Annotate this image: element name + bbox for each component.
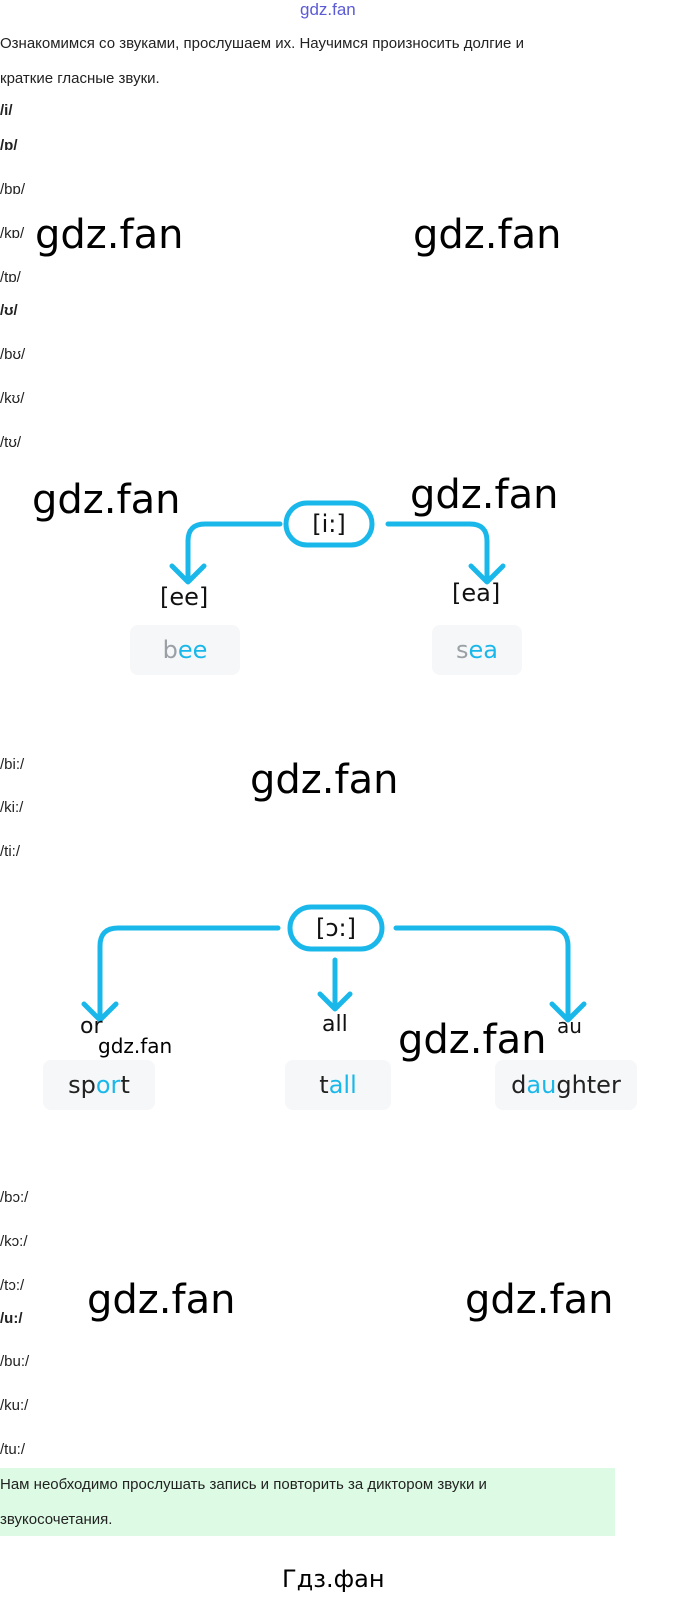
watermark: gdz.fan xyxy=(410,472,559,518)
word-part: t xyxy=(120,1071,130,1099)
note-line-2: звукосочетания. xyxy=(0,1511,113,1528)
watermark: gdz.fan xyxy=(413,212,562,258)
sound-item: /bɔ:/ xyxy=(0,1189,29,1206)
note-box xyxy=(0,1468,615,1536)
header-watermark: gdz.fan xyxy=(300,0,356,19)
word-highlight: all xyxy=(328,1071,357,1099)
sound-item: /bɒ/ xyxy=(0,181,26,198)
word-highlight: au xyxy=(526,1071,557,1099)
arrow-down-icon xyxy=(317,957,353,1012)
word-card-daughter: daughter xyxy=(495,1060,637,1110)
word-card-sport: sport xyxy=(43,1060,155,1110)
watermark: gdz.fan xyxy=(250,757,399,803)
watermark: gdz.fan xyxy=(87,1277,236,1323)
sound-heading: /ɒ/ xyxy=(0,137,18,154)
word-card-sea: sea xyxy=(432,625,522,675)
intro-line-2: краткие гласные звуки. xyxy=(0,70,160,87)
sound-item: /tʊ/ xyxy=(0,434,22,451)
sound-item: /tu:/ xyxy=(0,1441,26,1458)
word-part: s xyxy=(456,636,469,664)
sound-item: /bi:/ xyxy=(0,756,25,773)
word-part: t xyxy=(319,1071,329,1099)
word-card-bee: bee xyxy=(130,625,240,675)
sound-item: /ti:/ xyxy=(0,843,21,860)
branch-label: all xyxy=(322,1012,348,1037)
arrow-left-icon xyxy=(81,925,281,1023)
word-part: sp xyxy=(68,1071,96,1099)
diagram1-sound: [i:] xyxy=(312,510,346,538)
word-card-tall: tall xyxy=(285,1060,391,1110)
sound-heading: /ʊ/ xyxy=(0,302,18,319)
sound-heading: /u:/ xyxy=(0,1310,23,1327)
sound-item: /kʊ/ xyxy=(0,390,25,407)
footer-watermark: Гдз.фан xyxy=(282,1565,385,1593)
sound-item: /tɔ:/ xyxy=(0,1277,25,1294)
word-highlight: or xyxy=(95,1071,121,1099)
diagram2-bubble xyxy=(287,904,385,952)
arrow-right-icon xyxy=(385,521,506,585)
sound-heading: /i/ xyxy=(0,102,13,119)
word-part: d xyxy=(511,1071,527,1099)
arrow-left-icon xyxy=(169,521,283,585)
branch-label: or xyxy=(80,1014,103,1039)
arrow-right-icon xyxy=(393,925,587,1023)
sound-item: /tɒ/ xyxy=(0,269,21,286)
watermark: gdz.fan xyxy=(35,212,184,258)
branch-label: au xyxy=(557,1014,582,1038)
watermark: gdz.fan xyxy=(32,477,181,523)
watermark: gdz.fan xyxy=(398,1017,547,1063)
branch-label: [ee] xyxy=(160,583,209,611)
watermark: gdz.fan xyxy=(465,1277,614,1323)
sound-item: /bu:/ xyxy=(0,1353,30,1370)
sound-item: /ki:/ xyxy=(0,799,24,816)
word-part: ghter xyxy=(556,1071,621,1099)
word-part: b xyxy=(162,636,178,664)
word-highlight: ea xyxy=(468,636,498,664)
word-highlight: ee xyxy=(177,636,208,664)
note-line-1: Нам необходимо прослушать запись и повто… xyxy=(0,1476,487,1493)
branch-label: [ea] xyxy=(452,579,501,607)
sound-item: /kɒ/ xyxy=(0,225,25,242)
intro-line-1: Ознакомимся со звуками, прослушаем их. Н… xyxy=(0,35,524,52)
sound-item: /ku:/ xyxy=(0,1397,29,1414)
diagram2-sound: [ɔ:] xyxy=(316,914,356,942)
watermark: gdz.fan xyxy=(98,1034,173,1058)
sound-item: /bʊ/ xyxy=(0,346,26,363)
diagram1-bubble xyxy=(283,500,375,548)
sound-item: /kɔ:/ xyxy=(0,1233,28,1250)
